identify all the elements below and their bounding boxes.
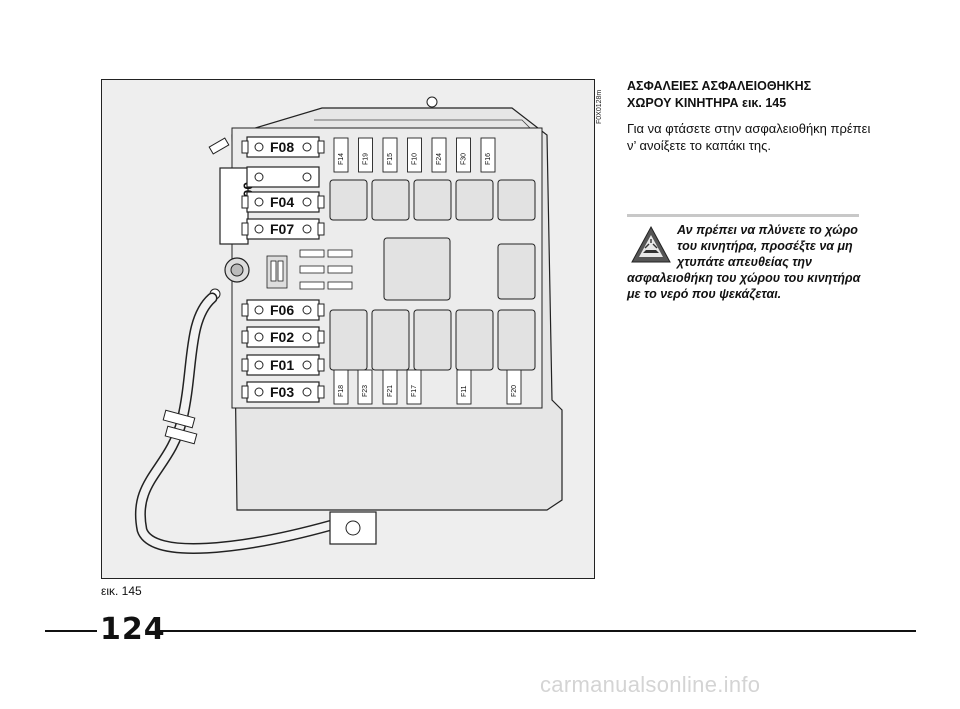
big-fuse-f01: F01 (241, 354, 325, 376)
section-title: ΑΣΦΑΛΕΙΕΣ ΑΣΦΑΛΕΙΟΘΗΚΗΣ ΧΩΡΟΥ ΚΙΝΗΤΗΡΑ ε… (627, 78, 887, 112)
slot-fuse-f15: F15 (382, 137, 398, 173)
fuse-box-diagram: F14 F19 F15 F10 F24 F30 F16 F18 F23 F21 F17 F11 F20… (134, 96, 563, 554)
slot-fuse-f17: F17 (406, 369, 422, 405)
page-rule-right (156, 630, 916, 632)
slot-fuse-f30: F30 (456, 137, 471, 173)
slot-fuse-f20: F20 (506, 369, 522, 405)
big-fuse-f08: F08 (241, 136, 325, 158)
watermark: carmanualsonline.info (540, 672, 761, 697)
slot-fuse-label: F21 (387, 385, 394, 397)
fuse-box-figure: F14 F19 F15 F10 F24 F30 F16 F18 F23 F21 F17 F11 F20… (101, 79, 595, 579)
slot-fuse-f23: F23 (357, 369, 373, 405)
slot-fuse-f18: F18 (333, 369, 349, 405)
slot-fuse-label: F19 (363, 153, 370, 165)
bottom-slot-group: F18 F23 F21 F17 F11 F20 (333, 369, 522, 405)
big-fuse-f03: F03 (241, 381, 325, 403)
slot-fuse-f10: F10 (407, 137, 422, 173)
warning-text-block: Αν πρέπει να πλύνετε το χώρο του κινητήρ… (627, 222, 863, 302)
section-body: Για να φτάσετε στην ασφαλειοθήκη πρέπει … (627, 121, 871, 153)
slot-fuse-label: F14 (338, 153, 345, 165)
big-fuse-label: F02 (270, 329, 294, 345)
mini-fuses (266, 249, 353, 290)
page-number: 124 (100, 612, 166, 647)
slot-fuse-f19: F19 (358, 137, 373, 173)
slot-fuse-label: F18 (338, 385, 345, 397)
slot-fuse-label: F11 (461, 385, 468, 397)
relay-grid-top (329, 179, 536, 371)
figure-caption: εικ. 145 (101, 584, 142, 598)
top-slot-group: F14 F19 F15 F10 F24 F30 F16 (333, 137, 496, 173)
slot-fuse-label: F15 (387, 153, 394, 165)
big-fuse-label: F07 (270, 221, 294, 237)
figure-code: F0X0128m (596, 89, 603, 124)
big-fuse-label: F03 (270, 384, 294, 400)
slot-fuse-label: F17 (411, 385, 418, 397)
big-fuse-label: F01 (270, 357, 294, 373)
slot-fuse-label: F10 (412, 153, 419, 165)
slot-fuse-f16: F16 (480, 137, 496, 173)
section-title-line2: ΧΩΡΟΥ ΚΙΝΗΤΗΡΑ εικ. 145 (627, 96, 787, 110)
big-fuse-label: F06 (270, 302, 294, 318)
slot-fuse-f24: F24 (431, 137, 447, 173)
section-title-line1: ΑΣΦΑΛΕΙΕΣ ΑΣΦΑΛΕΙΟΘΗΚΗΣ (627, 79, 812, 93)
big-fuse-f07: F07 (241, 218, 325, 240)
slot-fuse-label: F20 (511, 385, 518, 397)
page-rule-left (45, 630, 97, 632)
slot-fuse-f14: F14 (333, 137, 349, 173)
slot-fuse-label: F16 (485, 153, 492, 165)
warning-triangle-icon (630, 224, 672, 266)
blank-fuse (246, 166, 320, 188)
big-fuse-label: F08 (270, 139, 294, 155)
big-fuse-f04: F04 (241, 191, 325, 213)
warning-divider (627, 214, 859, 217)
slot-fuse-f21: F21 (382, 369, 398, 405)
big-fuse-f06: F06 (241, 299, 325, 321)
slot-fuse-label: F23 (362, 385, 369, 397)
warning-text: Αν πρέπει να πλύνετε το χώρο του κινητήρ… (627, 223, 861, 301)
slot-fuse-label: F24 (436, 153, 443, 165)
big-fuse-label: F04 (270, 194, 294, 210)
slot-fuse-f11: F11 (456, 369, 472, 405)
big-fuse-f02: F02 (241, 326, 325, 348)
slot-fuse-label: F30 (461, 153, 468, 165)
